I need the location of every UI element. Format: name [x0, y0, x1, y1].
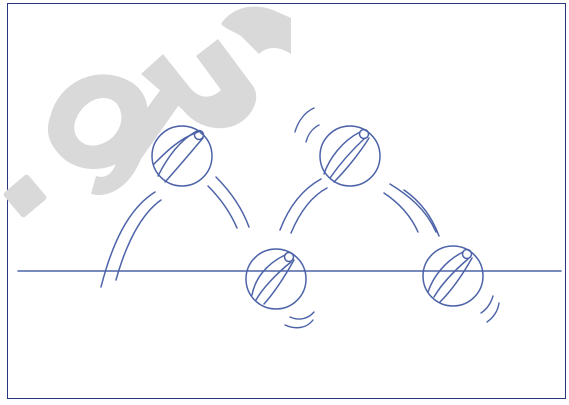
- impact-marks: [285, 296, 499, 328]
- ball-stripe: [434, 259, 468, 297]
- impact-mark: [285, 320, 313, 328]
- ball-stripe: [330, 138, 365, 178]
- motion-flick: [306, 125, 319, 142]
- trajectory-arc: [384, 193, 418, 232]
- ball-outline: [320, 126, 380, 186]
- watermark-logo: [0, 0, 291, 234]
- ball-highlight: [360, 130, 369, 139]
- trajectory-arc: [390, 184, 436, 232]
- ball-stripe: [324, 132, 360, 174]
- ball-outline: [246, 249, 306, 309]
- watermark-lettering: [2, 6, 291, 218]
- ball-highlight: [285, 253, 294, 262]
- ball-outline: [423, 246, 483, 306]
- beach-ball: [320, 126, 380, 186]
- impact-mark: [290, 312, 314, 319]
- ball-stripe: [428, 252, 463, 292]
- trajectory-arc: [291, 188, 327, 233]
- beach-ball: [246, 249, 306, 309]
- motion-flick: [295, 108, 314, 132]
- beach-ball: [423, 246, 483, 306]
- ball-highlight: [463, 250, 472, 259]
- ball-stripe: [256, 262, 291, 300]
- ball-stripe: [252, 255, 285, 295]
- impact-mark: [481, 296, 493, 313]
- ball-stripe: [334, 138, 369, 182]
